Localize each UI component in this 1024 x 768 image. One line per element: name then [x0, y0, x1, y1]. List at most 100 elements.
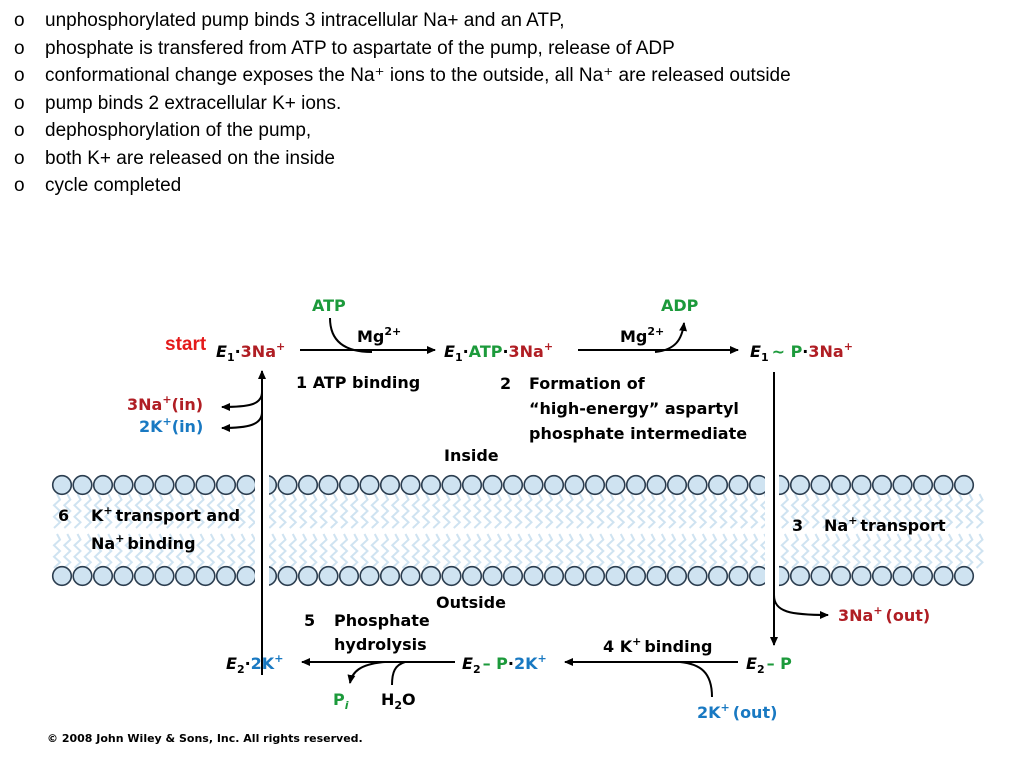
lipid-tail: [718, 533, 728, 569]
lipid-head: [666, 474, 688, 496]
lipid-tail: [165, 533, 175, 569]
lipid-tail: [811, 533, 820, 569]
lipid-tail: [575, 533, 585, 569]
lipid-tail: [800, 493, 810, 529]
lipid-tail: [554, 533, 564, 569]
lipid-tail: [606, 533, 615, 569]
lipid-tail: [370, 533, 380, 569]
lipid-head: [687, 474, 708, 496]
lipid-tail: [442, 533, 451, 569]
lipid-head: [953, 565, 975, 587]
lipid-head: [543, 474, 565, 496]
step-4-label: 4 K+binding: [603, 635, 712, 656]
lipid-tail: [882, 493, 892, 529]
lipid-head: [338, 565, 360, 587]
lipid-tail: [544, 533, 554, 569]
lipid-tail: [503, 533, 513, 569]
lipid-head: [379, 565, 401, 587]
lipid-tail: [62, 533, 72, 569]
lipid-tail: [134, 533, 144, 569]
lipid-tail: [442, 493, 451, 529]
lipid-tail: [923, 493, 933, 529]
lipid-tail: [903, 493, 913, 529]
lipid-tail: [319, 533, 328, 569]
lipid-tail: [534, 533, 544, 569]
lipid-head: [707, 565, 729, 587]
lipid-tail: [667, 493, 677, 529]
lipid-tail: [729, 493, 738, 529]
lipid-head: [236, 565, 257, 587]
lipid-tail: [431, 533, 441, 569]
lipid-head: [92, 474, 114, 496]
lipid-tail: [360, 533, 369, 569]
lipid-head: [789, 474, 811, 496]
lipid-head: [810, 565, 831, 587]
lipid-tail: [739, 493, 749, 529]
lipid-tail: [421, 533, 431, 569]
lipid-head: [605, 565, 626, 587]
bullet-text: cycle completed: [45, 175, 182, 196]
lipid-tail: [903, 533, 913, 569]
bullet-marker: o: [14, 120, 25, 141]
lipid-tail: [93, 533, 103, 569]
lipid-head: [871, 565, 893, 587]
lipid-tail: [62, 493, 72, 529]
lipid-head: [318, 565, 339, 587]
lipid-tail: [165, 493, 175, 529]
lipid-tail: [934, 493, 943, 529]
lipid-tail: [688, 533, 697, 569]
lipid-head: [584, 565, 606, 587]
lipid-tail: [852, 533, 861, 569]
lipid-head: [400, 474, 421, 496]
lipid-tail: [934, 533, 943, 569]
start-label: start: [165, 334, 207, 355]
lipid-tail: [390, 493, 400, 529]
lipid-head: [666, 565, 688, 587]
lipid-tail: [893, 493, 902, 529]
lipid-head: [482, 565, 503, 587]
lipid-tail: [134, 493, 144, 529]
state-e1-p-3na: E1~ P·3Na+: [750, 340, 853, 364]
lipid-tail: [893, 533, 902, 569]
atp-curve: [329, 317, 373, 353]
lipid-tail: [421, 493, 431, 529]
lipid-tail: [462, 493, 472, 529]
lipid-tail: [144, 533, 154, 569]
lipid-tail: [155, 493, 164, 529]
lipid-tail: [780, 493, 790, 529]
lipid-tail: [688, 493, 697, 529]
lipid-tail: [114, 493, 123, 529]
lipid-tail: [831, 533, 841, 569]
lipid-tail: [288, 533, 298, 569]
lipid-tail: [964, 493, 974, 529]
outside-label: Outside: [436, 593, 506, 612]
lipid-tail: [472, 533, 482, 569]
lipid-head: [92, 565, 114, 587]
lipid-tail: [206, 533, 216, 569]
lipid-tail: [677, 533, 687, 569]
lipid-head: [687, 565, 708, 587]
lipid-tail: [73, 493, 82, 529]
lipid-tail: [718, 493, 728, 529]
arrow-na-out: [773, 594, 829, 619]
lipid-head: [912, 565, 934, 587]
step-5-text: Phosphate hydrolysis: [334, 611, 435, 654]
state-e1-atp-3na: E1·ATP·3Na+: [444, 340, 553, 364]
lipid-tail: [595, 493, 605, 529]
lipid-tail: [196, 493, 205, 529]
lipid-tail: [339, 533, 349, 569]
lipid-head: [912, 474, 934, 496]
lipid-tail: [83, 533, 93, 569]
lipid-head: [543, 565, 565, 587]
state-e2-p: E2– P: [746, 654, 792, 676]
lipid-tail: [831, 493, 841, 529]
adp-label: ADP: [661, 296, 699, 315]
lipid-head: [441, 565, 462, 587]
lipid-tail: [524, 493, 533, 529]
lipid-tail: [534, 493, 544, 529]
